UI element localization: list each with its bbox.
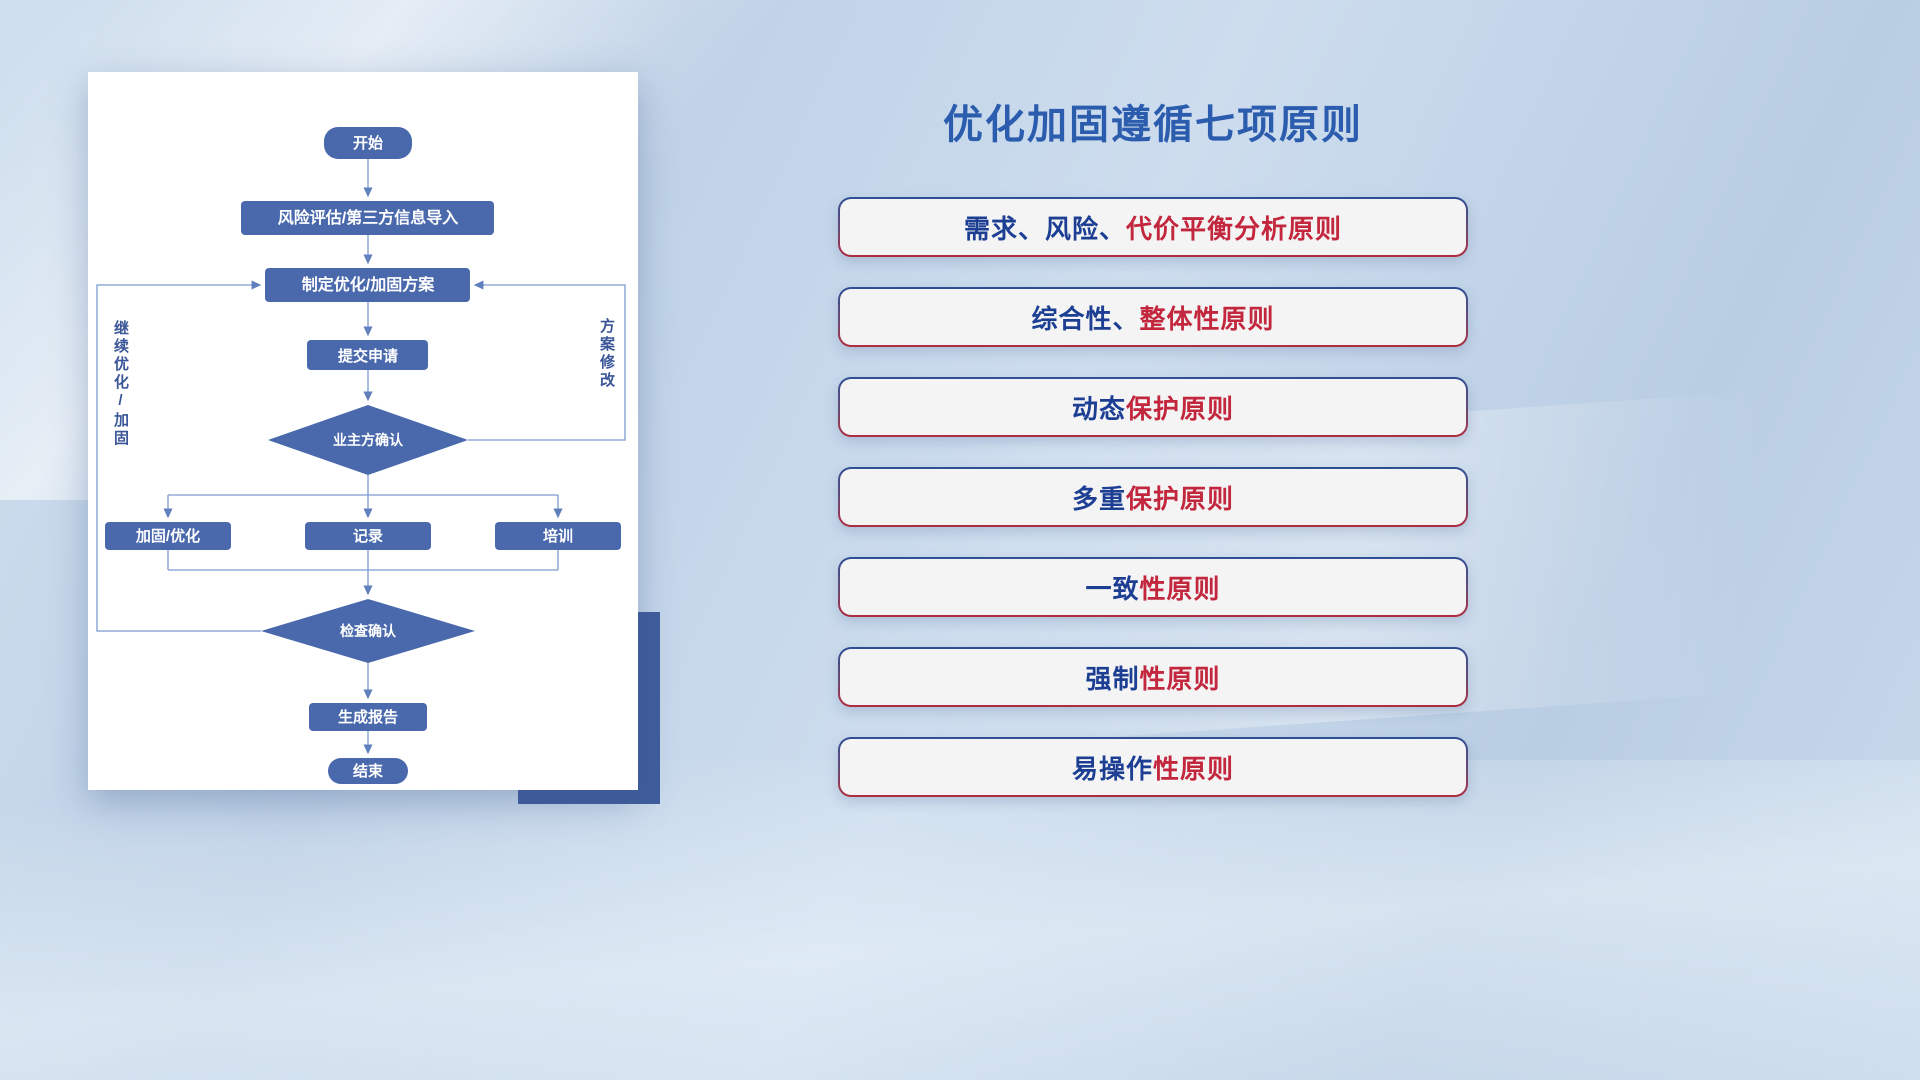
principle-text-blue: 综合性、 <box>1031 303 1140 334</box>
page-title: 优化加固遵循七项原则 <box>943 103 1363 147</box>
principle-text-red: 保护原则 <box>1126 393 1235 424</box>
flow-node-submit <box>307 340 428 370</box>
principle-pill-1-label: 需求、风险、代价平衡分析原则 <box>840 199 1466 255</box>
principle-text-red: 性原则 <box>1153 753 1235 784</box>
flow-node-risk-import <box>241 201 494 235</box>
principle-text-blue: 多重 <box>1071 483 1126 514</box>
principle-pill-3-label: 动态保护原则 <box>840 379 1466 435</box>
flow-node-make-plan <box>265 268 470 302</box>
principle-pill-5-label: 一致性原则 <box>840 559 1466 615</box>
flow-label-continue-loop: 继续优化/加固 <box>112 320 129 448</box>
flow-node-harden-label: 加固/优化 <box>135 527 200 545</box>
principle-text-red: 保护原则 <box>1126 483 1235 514</box>
flow-node-start <box>324 127 412 159</box>
flow-node-record <box>305 522 431 550</box>
principle-pill-3: 动态保护原则 <box>838 377 1468 437</box>
principle-text-red: 整体性原则 <box>1139 303 1275 334</box>
flow-node-risk-import-label: 风险评估/第三方信息导入 <box>278 208 458 227</box>
principle-pill-6-label: 强制性原则 <box>840 649 1466 705</box>
flow-node-training-label: 培训 <box>543 527 573 545</box>
principle-pill-4: 多重保护原则 <box>838 467 1468 527</box>
flow-node-record-label: 记录 <box>353 528 383 545</box>
flowchart-card: 开始 风险评估/第三方信息导入 制定优化/加固方案 提交申请 业主方确认 加固/… <box>88 72 638 790</box>
flow-node-check-confirm <box>261 599 475 663</box>
flow-node-make-plan-label: 制定优化/加固方案 <box>302 275 435 294</box>
flow-node-owner-confirm <box>268 405 468 475</box>
principle-text-red: 性原则 <box>1139 663 1221 694</box>
flow-node-check-confirm-label: 检查确认 <box>340 623 397 639</box>
flow-node-harden <box>105 522 231 550</box>
principle-text-blue: 易操作 <box>1071 753 1153 784</box>
principles-list: 需求、风险、代价平衡分析原则 综合性、整体性原则 动态保护原则 多重保护原则 一… <box>838 197 1468 797</box>
principle-pill-7: 易操作性原则 <box>838 737 1468 797</box>
flow-node-report <box>309 703 427 731</box>
principle-text-blue: 一致 <box>1085 573 1140 604</box>
principle-pill-4-label: 多重保护原则 <box>840 469 1466 525</box>
principle-pill-2: 综合性、整体性原则 <box>838 287 1468 347</box>
principle-text-red: 性原则 <box>1139 573 1221 604</box>
principle-text-blue: 需求、风险、 <box>963 213 1126 244</box>
principle-text-red: 代价平衡分析原则 <box>1126 213 1343 244</box>
principle-pill-6: 强制性原则 <box>838 647 1468 707</box>
principle-text-blue: 动态 <box>1071 393 1126 424</box>
flow-node-owner-confirm-label: 业主方确认 <box>333 432 404 448</box>
principle-pill-5: 一致性原则 <box>838 557 1468 617</box>
flowchart: 开始 风险评估/第三方信息导入 制定优化/加固方案 提交申请 业主方确认 加固/… <box>96 127 626 784</box>
flow-node-submit-label: 提交申请 <box>338 347 398 365</box>
principle-pill-7-label: 易操作性原则 <box>840 739 1466 795</box>
flow-node-training <box>495 522 621 550</box>
flow-node-report-label: 生成报告 <box>338 708 398 726</box>
principle-text-blue: 强制 <box>1085 663 1140 694</box>
flow-node-end <box>328 758 408 784</box>
flow-label-revise-plan: 方案修改 <box>598 318 615 390</box>
flow-node-start-label: 开始 <box>353 134 383 152</box>
principle-pill-2-label: 综合性、整体性原则 <box>840 289 1466 345</box>
flow-node-end-label: 结束 <box>353 762 384 780</box>
flow-connectors <box>96 159 626 755</box>
principle-pill-1: 需求、风险、代价平衡分析原则 <box>838 197 1468 257</box>
